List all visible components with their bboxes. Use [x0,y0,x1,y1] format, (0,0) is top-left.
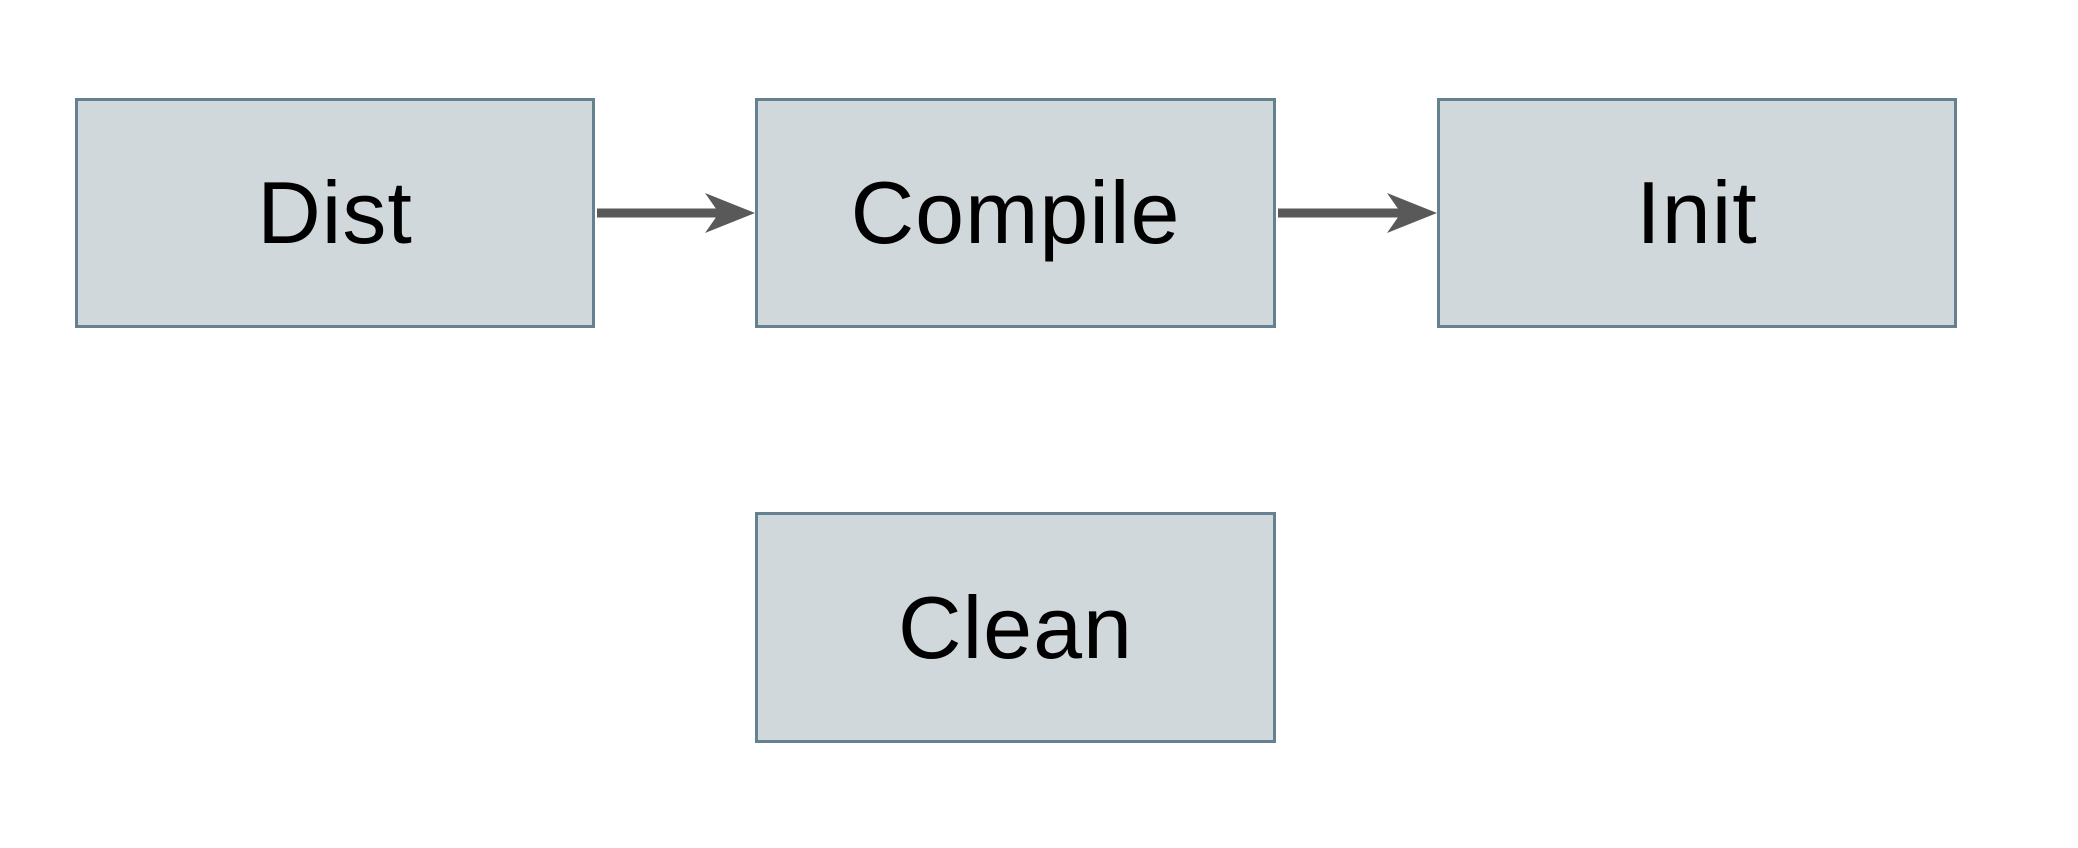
arrow-dist-to-compile [597,193,755,233]
node-compile-label: Compile [850,163,1181,262]
node-compile: Compile [755,98,1276,328]
node-clean: Clean [755,512,1276,743]
node-dist: Dist [75,98,595,328]
node-clean-label: Clean [898,577,1133,677]
node-dist-label: Dist [257,163,413,262]
node-init-label: Init [1636,163,1758,262]
node-init: Init [1437,98,1957,328]
arrow-compile-to-init [1278,193,1437,233]
